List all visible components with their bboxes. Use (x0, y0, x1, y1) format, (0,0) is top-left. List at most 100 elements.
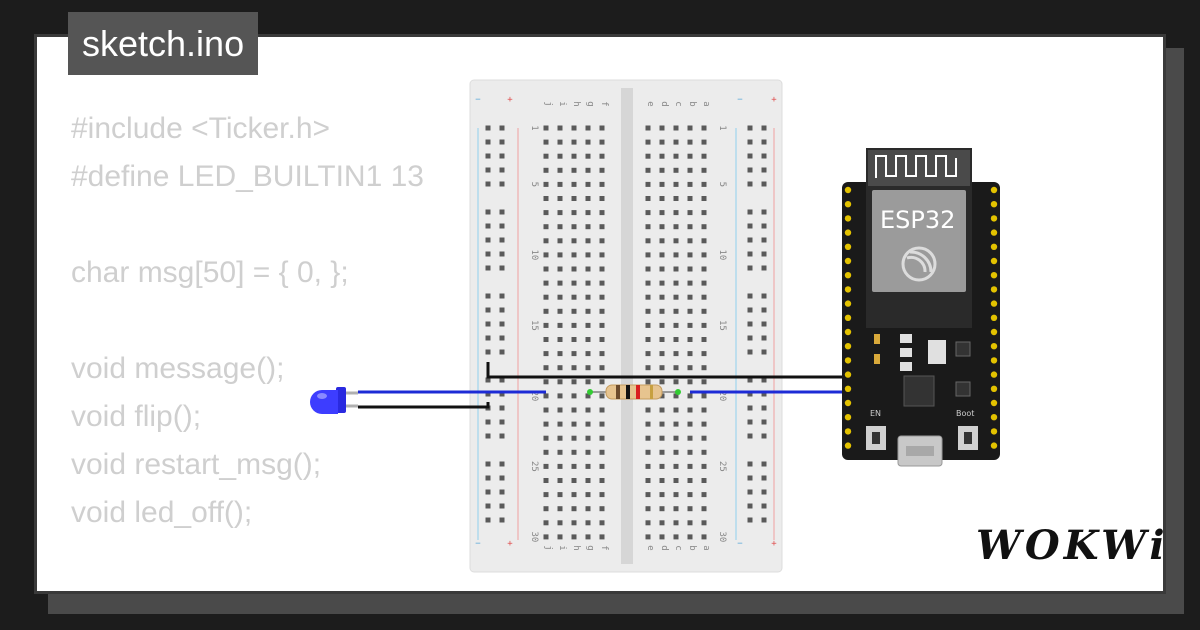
regulator (928, 340, 946, 364)
esp32-board[interactable]: ESP32 EN Boot (842, 148, 1000, 467)
rail-hole (485, 391, 491, 397)
rail-hole (747, 167, 753, 173)
hole (701, 308, 707, 314)
hole (659, 492, 665, 498)
hole (557, 224, 563, 230)
pin-left (844, 371, 852, 378)
hole (599, 252, 605, 258)
hole (659, 379, 665, 385)
pin-right (990, 442, 998, 449)
hole (557, 393, 563, 399)
breadboard-label: 20 (717, 390, 727, 401)
resistor[interactable] (587, 384, 681, 400)
hole (599, 365, 605, 371)
hole (673, 337, 679, 342)
pin-left (844, 385, 852, 392)
hole (543, 435, 549, 441)
hole (659, 153, 665, 159)
hole (571, 393, 577, 399)
rail-hole (747, 475, 753, 481)
resistor-pin-right (675, 389, 681, 395)
rail-hole (761, 419, 767, 425)
pin-right (990, 300, 998, 307)
hole (557, 520, 563, 526)
led-rim (336, 387, 346, 413)
hole (645, 280, 651, 286)
hole (543, 506, 549, 512)
hole (557, 351, 563, 357)
hole (571, 379, 577, 385)
pin-right (990, 314, 998, 321)
breadboard-label: h (571, 101, 581, 106)
smd-3 (900, 362, 912, 371)
hole (673, 393, 679, 399)
pin-left (844, 442, 852, 449)
hole (585, 337, 591, 342)
hole (557, 365, 563, 371)
hole (557, 210, 563, 216)
hole (571, 435, 577, 441)
hole (673, 365, 679, 371)
rail-hole (747, 461, 753, 467)
hole (645, 506, 651, 512)
rail-hole (499, 349, 505, 355)
rail-hole (747, 237, 753, 243)
breadboard-label: 25 (717, 461, 727, 472)
hole (659, 294, 665, 300)
code-line: #define LED_BUILTIN1 13 (71, 160, 424, 193)
hole (687, 308, 693, 314)
sketch-tab[interactable]: sketch.ino (68, 12, 259, 75)
rail-hole (761, 209, 767, 215)
hole (645, 167, 651, 173)
smd-2 (900, 348, 912, 357)
espressif-logo-icon (901, 246, 937, 282)
breadboard-label: + (771, 539, 777, 549)
hole (585, 435, 591, 441)
rail-hole (499, 405, 505, 411)
breadboard-label: i (557, 101, 567, 106)
hole (585, 167, 591, 173)
breadboard-label: d (659, 101, 669, 106)
pin-right (990, 215, 998, 222)
hole (599, 181, 605, 187)
hole (687, 153, 693, 159)
hole (645, 238, 651, 244)
rail-hole (485, 489, 491, 495)
hole (673, 379, 679, 385)
rail-hole (485, 251, 491, 257)
hole (645, 407, 651, 413)
hole (599, 167, 605, 173)
hole (659, 181, 665, 187)
hole (673, 478, 679, 483)
header-pins (844, 186, 998, 449)
breadboard-label: c (673, 101, 683, 106)
led[interactable] (310, 387, 358, 414)
rail-hole (485, 307, 491, 313)
hole (557, 167, 563, 173)
hole (585, 266, 591, 272)
breadboard-holes (485, 125, 767, 540)
hole (543, 322, 549, 328)
breadboard-label: b (687, 545, 697, 550)
hole (571, 294, 577, 300)
wire-black-led[interactable] (358, 402, 490, 409)
hole (599, 421, 605, 427)
breadboard-label: g (585, 545, 595, 550)
rail-hole (747, 349, 753, 355)
hole (659, 167, 665, 173)
pin-right (990, 243, 998, 250)
resistor-band-1 (616, 385, 620, 399)
rail-hole (747, 209, 753, 215)
hole (673, 266, 679, 272)
hole (659, 337, 665, 342)
hole (673, 125, 679, 131)
breadboard-label: 15 (717, 320, 727, 331)
hole (585, 351, 591, 357)
rail-hole (747, 139, 753, 145)
hole (543, 252, 549, 258)
pin-left (844, 314, 852, 321)
hole (543, 492, 549, 498)
hole (599, 520, 605, 526)
wire-black-gnd[interactable] (486, 362, 850, 379)
